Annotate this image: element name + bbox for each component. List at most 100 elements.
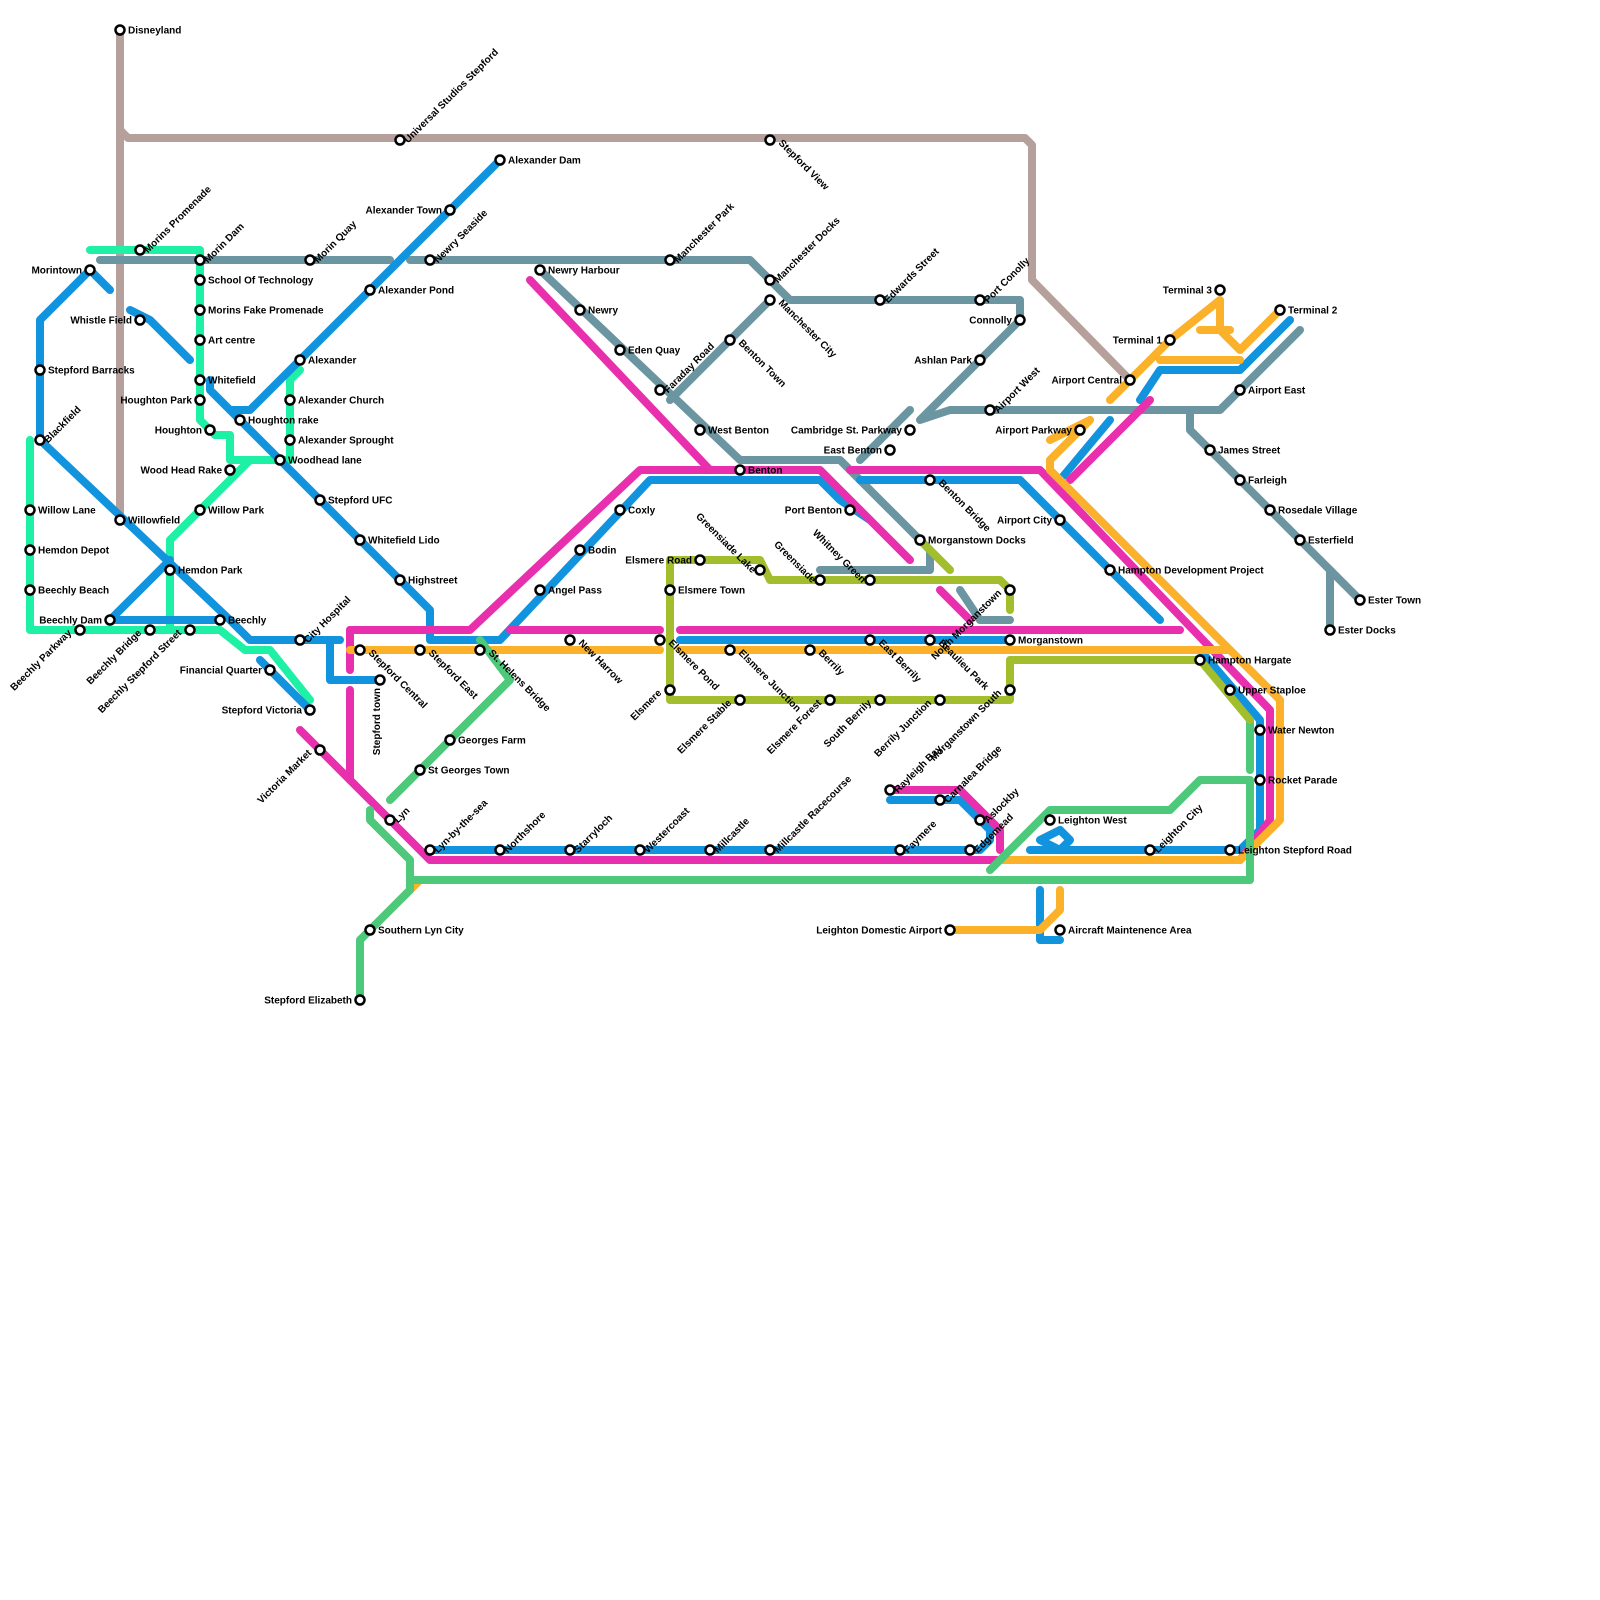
station-port-benton[interactable] [846,506,855,515]
station-alexander-sprought[interactable] [286,436,295,445]
station-beechly-parkway[interactable] [76,626,85,635]
station-hampton-hargate[interactable] [1196,656,1205,665]
station-cambridge-st-parkway[interactable] [906,426,915,435]
station-wood-head-rake[interactable] [226,466,235,475]
station-morganstown-docks[interactable] [916,536,925,545]
station-whitefield[interactable] [196,376,205,385]
station-angel-pass[interactable] [536,586,545,595]
station-alexander-town[interactable] [446,206,455,215]
station-elsmere-road[interactable] [696,556,705,565]
station-school-of-technology[interactable] [196,276,205,285]
station-ester-docks[interactable] [1326,626,1335,635]
station-morintown[interactable] [86,266,95,275]
station-north-morganstown[interactable] [1006,586,1015,595]
station-rosedale-village[interactable] [1266,506,1275,515]
station-alexander[interactable] [296,356,305,365]
station-esterfield[interactable] [1296,536,1305,545]
station-berrily[interactable] [806,646,815,655]
station-victoria-market[interactable] [316,746,325,755]
station-east-berrily[interactable] [866,636,875,645]
station-west-benton[interactable] [696,426,705,435]
station-hemdon-park[interactable] [166,566,175,575]
station-manchester-city[interactable] [766,296,775,305]
station-morganstown-south[interactable] [1006,686,1015,695]
station-disneyland[interactable] [116,26,125,35]
station-whistle-field[interactable] [136,316,145,325]
station-willow-lane[interactable] [26,506,35,515]
station-alexander-church[interactable] [286,396,295,405]
station-southern-lyn-city[interactable] [366,926,375,935]
station-newry-harbour[interactable] [536,266,545,275]
station-georges-farm[interactable] [446,736,455,745]
station-new-harrow[interactable] [566,636,575,645]
station-farleigh[interactable] [1236,476,1245,485]
station-upper-staploe[interactable] [1226,686,1235,695]
station-art-centre[interactable] [196,336,205,345]
station-airport-city[interactable] [1056,516,1065,525]
station-st-georges-town[interactable] [416,766,425,775]
station-elsmere-forest[interactable] [826,696,835,705]
station-woodhead-lane[interactable] [276,456,285,465]
station-stepford-elizabeth[interactable] [356,996,365,1005]
station-houghton[interactable] [206,426,215,435]
station-stepford-east[interactable] [416,646,425,655]
station-leighton-stepford-road[interactable] [1226,846,1235,855]
station-aircraft-maintenence-area[interactable] [1056,926,1065,935]
station-elsmere-town[interactable] [666,586,675,595]
station-beechly-beach[interactable] [26,586,35,595]
station-berrily-junction[interactable] [936,696,945,705]
station-st-helens-bridge[interactable] [476,646,485,655]
station-coxly[interactable] [616,506,625,515]
station-beechly-bridge[interactable] [146,626,155,635]
station-terminal-2[interactable] [1276,306,1285,315]
station-airport-parkway[interactable] [1076,426,1085,435]
station-stepford-town[interactable] [376,676,385,685]
station-willow-park[interactable] [196,506,205,515]
station-stepford-barracks[interactable] [36,366,45,375]
station-alexander-pond[interactable] [366,286,375,295]
station-stepford-victoria[interactable] [306,706,315,715]
station-elsmere-pond[interactable] [656,636,665,645]
station-leighton-west[interactable] [1046,816,1055,825]
station-stepford-ufc[interactable] [316,496,325,505]
station-houghton-rake[interactable] [236,416,245,425]
station-morganstown[interactable] [1006,636,1015,645]
station-beechly-stepford-street[interactable] [186,626,195,635]
station-rocket-parade[interactable] [1256,776,1265,785]
station-houghton-park[interactable] [196,396,205,405]
station-benton-town[interactable] [726,336,735,345]
station-willowfield[interactable] [116,516,125,525]
station-bodin[interactable] [576,546,585,555]
station-airport-east[interactable] [1236,386,1245,395]
station-benton[interactable] [736,466,745,475]
station-elsmere-stable[interactable] [736,696,745,705]
station-terminal-1[interactable] [1166,336,1175,345]
station-financial-quarter[interactable] [266,666,275,675]
station-terminal-3[interactable] [1216,286,1225,295]
station-benton-bridge[interactable] [926,476,935,485]
station-morins-fake-promenade[interactable] [196,306,205,315]
station-newry[interactable] [576,306,585,315]
station-highstreet[interactable] [396,576,405,585]
station-leighton-domestic-airport[interactable] [946,926,955,935]
station-stepford-central[interactable] [356,646,365,655]
station-east-benton[interactable] [886,446,895,455]
station-eden-quay[interactable] [616,346,625,355]
station-whitefield-lido[interactable] [356,536,365,545]
station-elsmere-junction[interactable] [726,646,735,655]
station-south-berrily[interactable] [876,696,885,705]
station-ashlan-park[interactable] [976,356,985,365]
station-airport-central[interactable] [1126,376,1135,385]
station-elsmere[interactable] [666,686,675,695]
station-water-newton[interactable] [1256,726,1265,735]
station-ester-town[interactable] [1356,596,1365,605]
station-alexander-dam[interactable] [496,156,505,165]
station-beaulieu-park[interactable] [926,636,935,645]
station-hampton-development-project[interactable] [1106,566,1115,575]
station-beechly-dam[interactable] [106,616,115,625]
station-beechly[interactable] [216,616,225,625]
station-james-street[interactable] [1206,446,1215,455]
station-connolly[interactable] [1016,316,1025,325]
station-stepford-view[interactable] [766,136,775,145]
station-hemdon-depot[interactable] [26,546,35,555]
